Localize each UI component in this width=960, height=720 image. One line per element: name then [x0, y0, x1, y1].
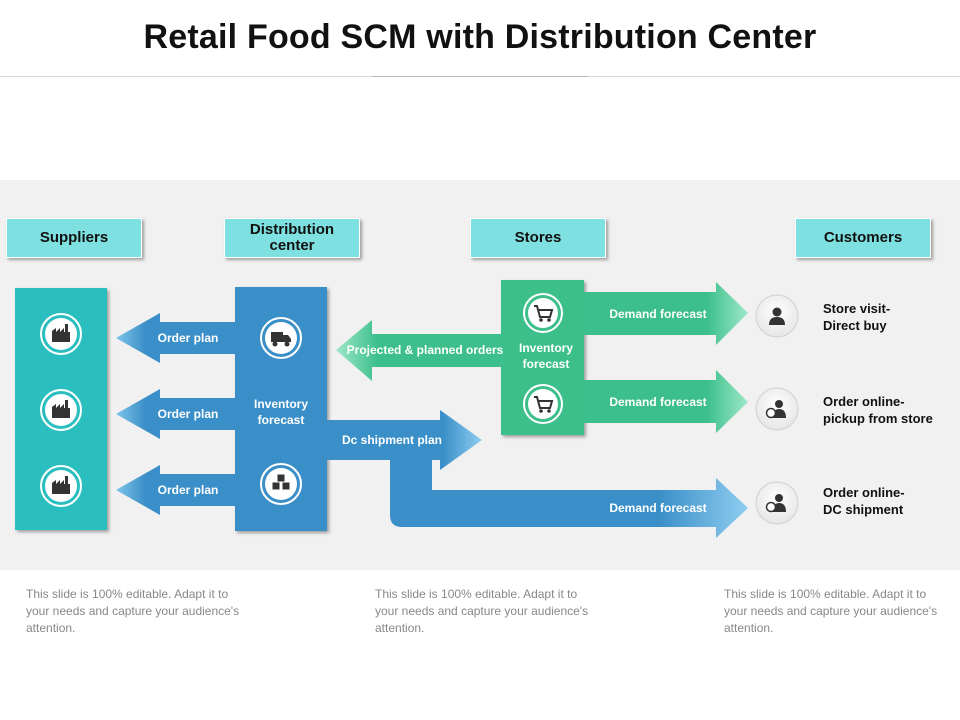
- person-globe-icon: [755, 481, 799, 525]
- stores-label-line2: forecast: [523, 357, 570, 371]
- dc-label-line2: forecast: [258, 413, 305, 427]
- customer-order-pickup: Order online- pickup from store: [823, 394, 933, 426]
- order-plan-arrow-1: Order plan: [116, 313, 235, 363]
- order-plan-label-2: Order plan: [158, 407, 219, 421]
- page-title: Retail Food SCM with Distribution Center: [143, 18, 817, 56]
- demand-forecast-arrow-1: Demand forecast: [584, 282, 748, 345]
- footnote-right: This slide is 100% editable. Adapt it to…: [724, 587, 938, 635]
- dc-shipment-label: Dc shipment plan: [342, 433, 442, 447]
- header-suppliers-label: Suppliers: [39, 229, 109, 246]
- order-plan-arrow-3: Order plan: [116, 465, 235, 515]
- header-stores-label: Stores: [514, 229, 562, 246]
- person-icon: [755, 294, 799, 338]
- order-plan-arrow-2: Order plan: [116, 389, 235, 439]
- header-customers: Customers: [795, 218, 931, 258]
- shopping-cart-icon: [523, 293, 563, 333]
- stores-label-line1: Inventory: [519, 341, 573, 355]
- factory-icon: [40, 313, 82, 355]
- factory-icon: [40, 389, 82, 431]
- projected-orders-arrow: Projected & planned orders: [336, 320, 504, 381]
- factory-icon: [40, 465, 82, 507]
- truck-icon: [260, 317, 302, 359]
- footnote-middle: This slide is 100% editable. Adapt it to…: [375, 587, 589, 635]
- demand-forecast-label-3: Demand forecast: [609, 501, 706, 515]
- dc-label-line1: Inventory: [254, 397, 308, 411]
- shopping-cart-icon: [523, 384, 563, 424]
- header-stores: Stores: [470, 218, 606, 258]
- footnote-left: This slide is 100% editable. Adapt it to…: [26, 587, 240, 635]
- demand-forecast-label-1: Demand forecast: [609, 307, 706, 321]
- customer-order-shipment: Order online- DC shipment: [823, 485, 905, 517]
- title-divider-accent: [372, 76, 588, 77]
- demand-forecast-arrow-2: Demand forecast: [584, 370, 748, 433]
- customer-store-visit: Store visit- Direct buy: [823, 301, 891, 333]
- header-customers-label: Customers: [823, 229, 903, 246]
- header-suppliers: Suppliers: [6, 218, 142, 258]
- boxes-icon: [260, 463, 302, 505]
- header-distribution-center-label: Distribution center: [249, 221, 335, 254]
- demand-forecast-label-2: Demand forecast: [609, 395, 706, 409]
- person-globe-icon: [755, 387, 799, 431]
- order-plan-label-1: Order plan: [158, 331, 219, 345]
- header-distribution-center: Distribution center: [224, 218, 360, 258]
- demand-forecast-arrow-3: Demand forecast: [390, 460, 748, 538]
- order-plan-label-3: Order plan: [158, 483, 219, 497]
- dc-shipment-arrow: Dc shipment plan: [327, 410, 482, 470]
- projected-orders-label: Projected & planned orders: [347, 343, 504, 357]
